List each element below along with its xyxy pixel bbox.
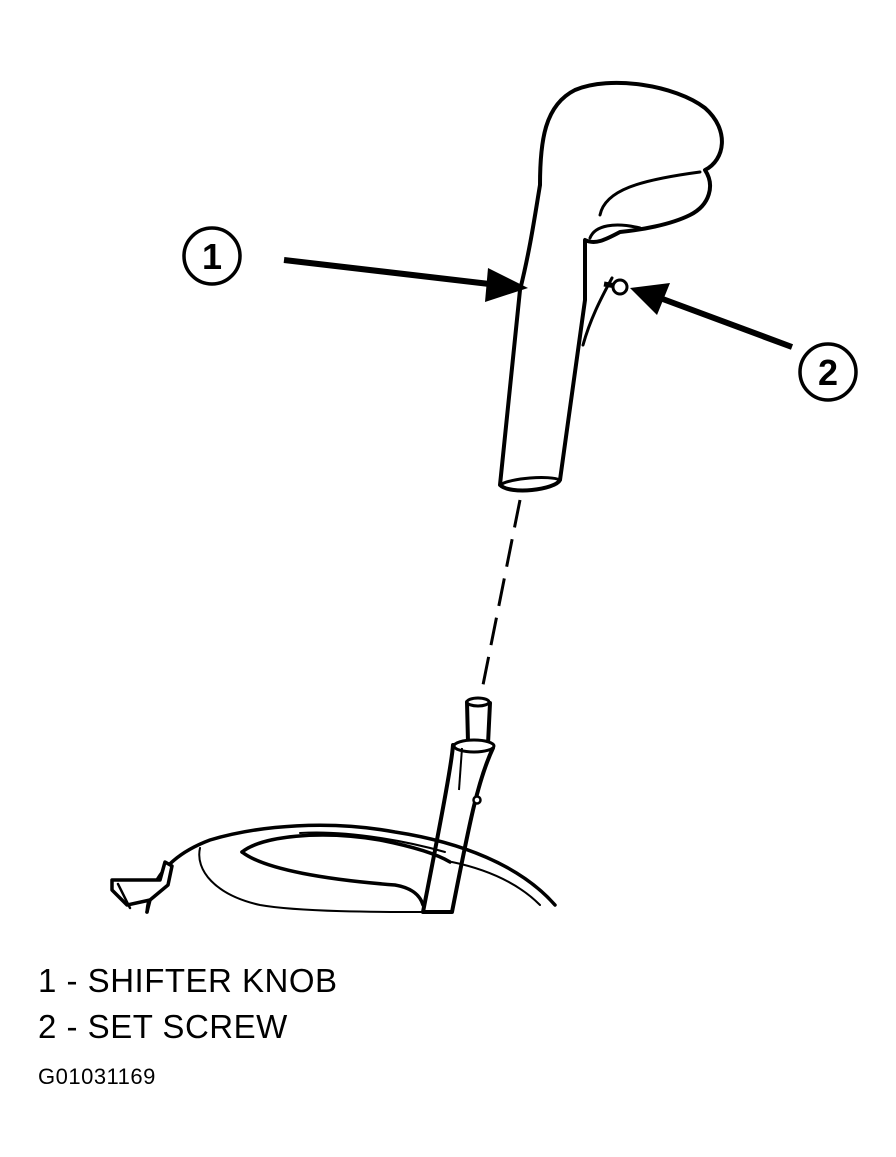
legend: 1 - SHIFTER KNOB 2 - SET SCREW G01031169: [38, 958, 338, 1090]
callout-1-circle: [182, 226, 242, 286]
legend-item-set-screw: 2 - SET SCREW: [38, 1008, 288, 1045]
callout-2-leader: [658, 295, 794, 350]
shifter-knob: [498, 80, 724, 493]
exploded-view-diagram: 1 2: [110, 80, 858, 914]
alignment-line: [480, 499, 522, 691]
legend-item-shifter-knob: 1 - SHIFTER KNOB: [38, 962, 338, 999]
callout-1-arrowhead: [485, 268, 528, 302]
callout-2: 2: [630, 283, 858, 402]
callout-1-leader: [283, 257, 499, 288]
set-screw: [603, 278, 629, 296]
callout-2-number: 2: [818, 352, 838, 393]
callout-1-number: 1: [202, 236, 222, 277]
figure-code: G01031169: [38, 1064, 156, 1089]
shifter-lever: [421, 696, 496, 914]
callout-2-arrowhead: [630, 283, 670, 315]
callout-2-circle: [798, 342, 858, 402]
shift-console: [110, 823, 557, 914]
callout-1: 1: [182, 226, 528, 302]
